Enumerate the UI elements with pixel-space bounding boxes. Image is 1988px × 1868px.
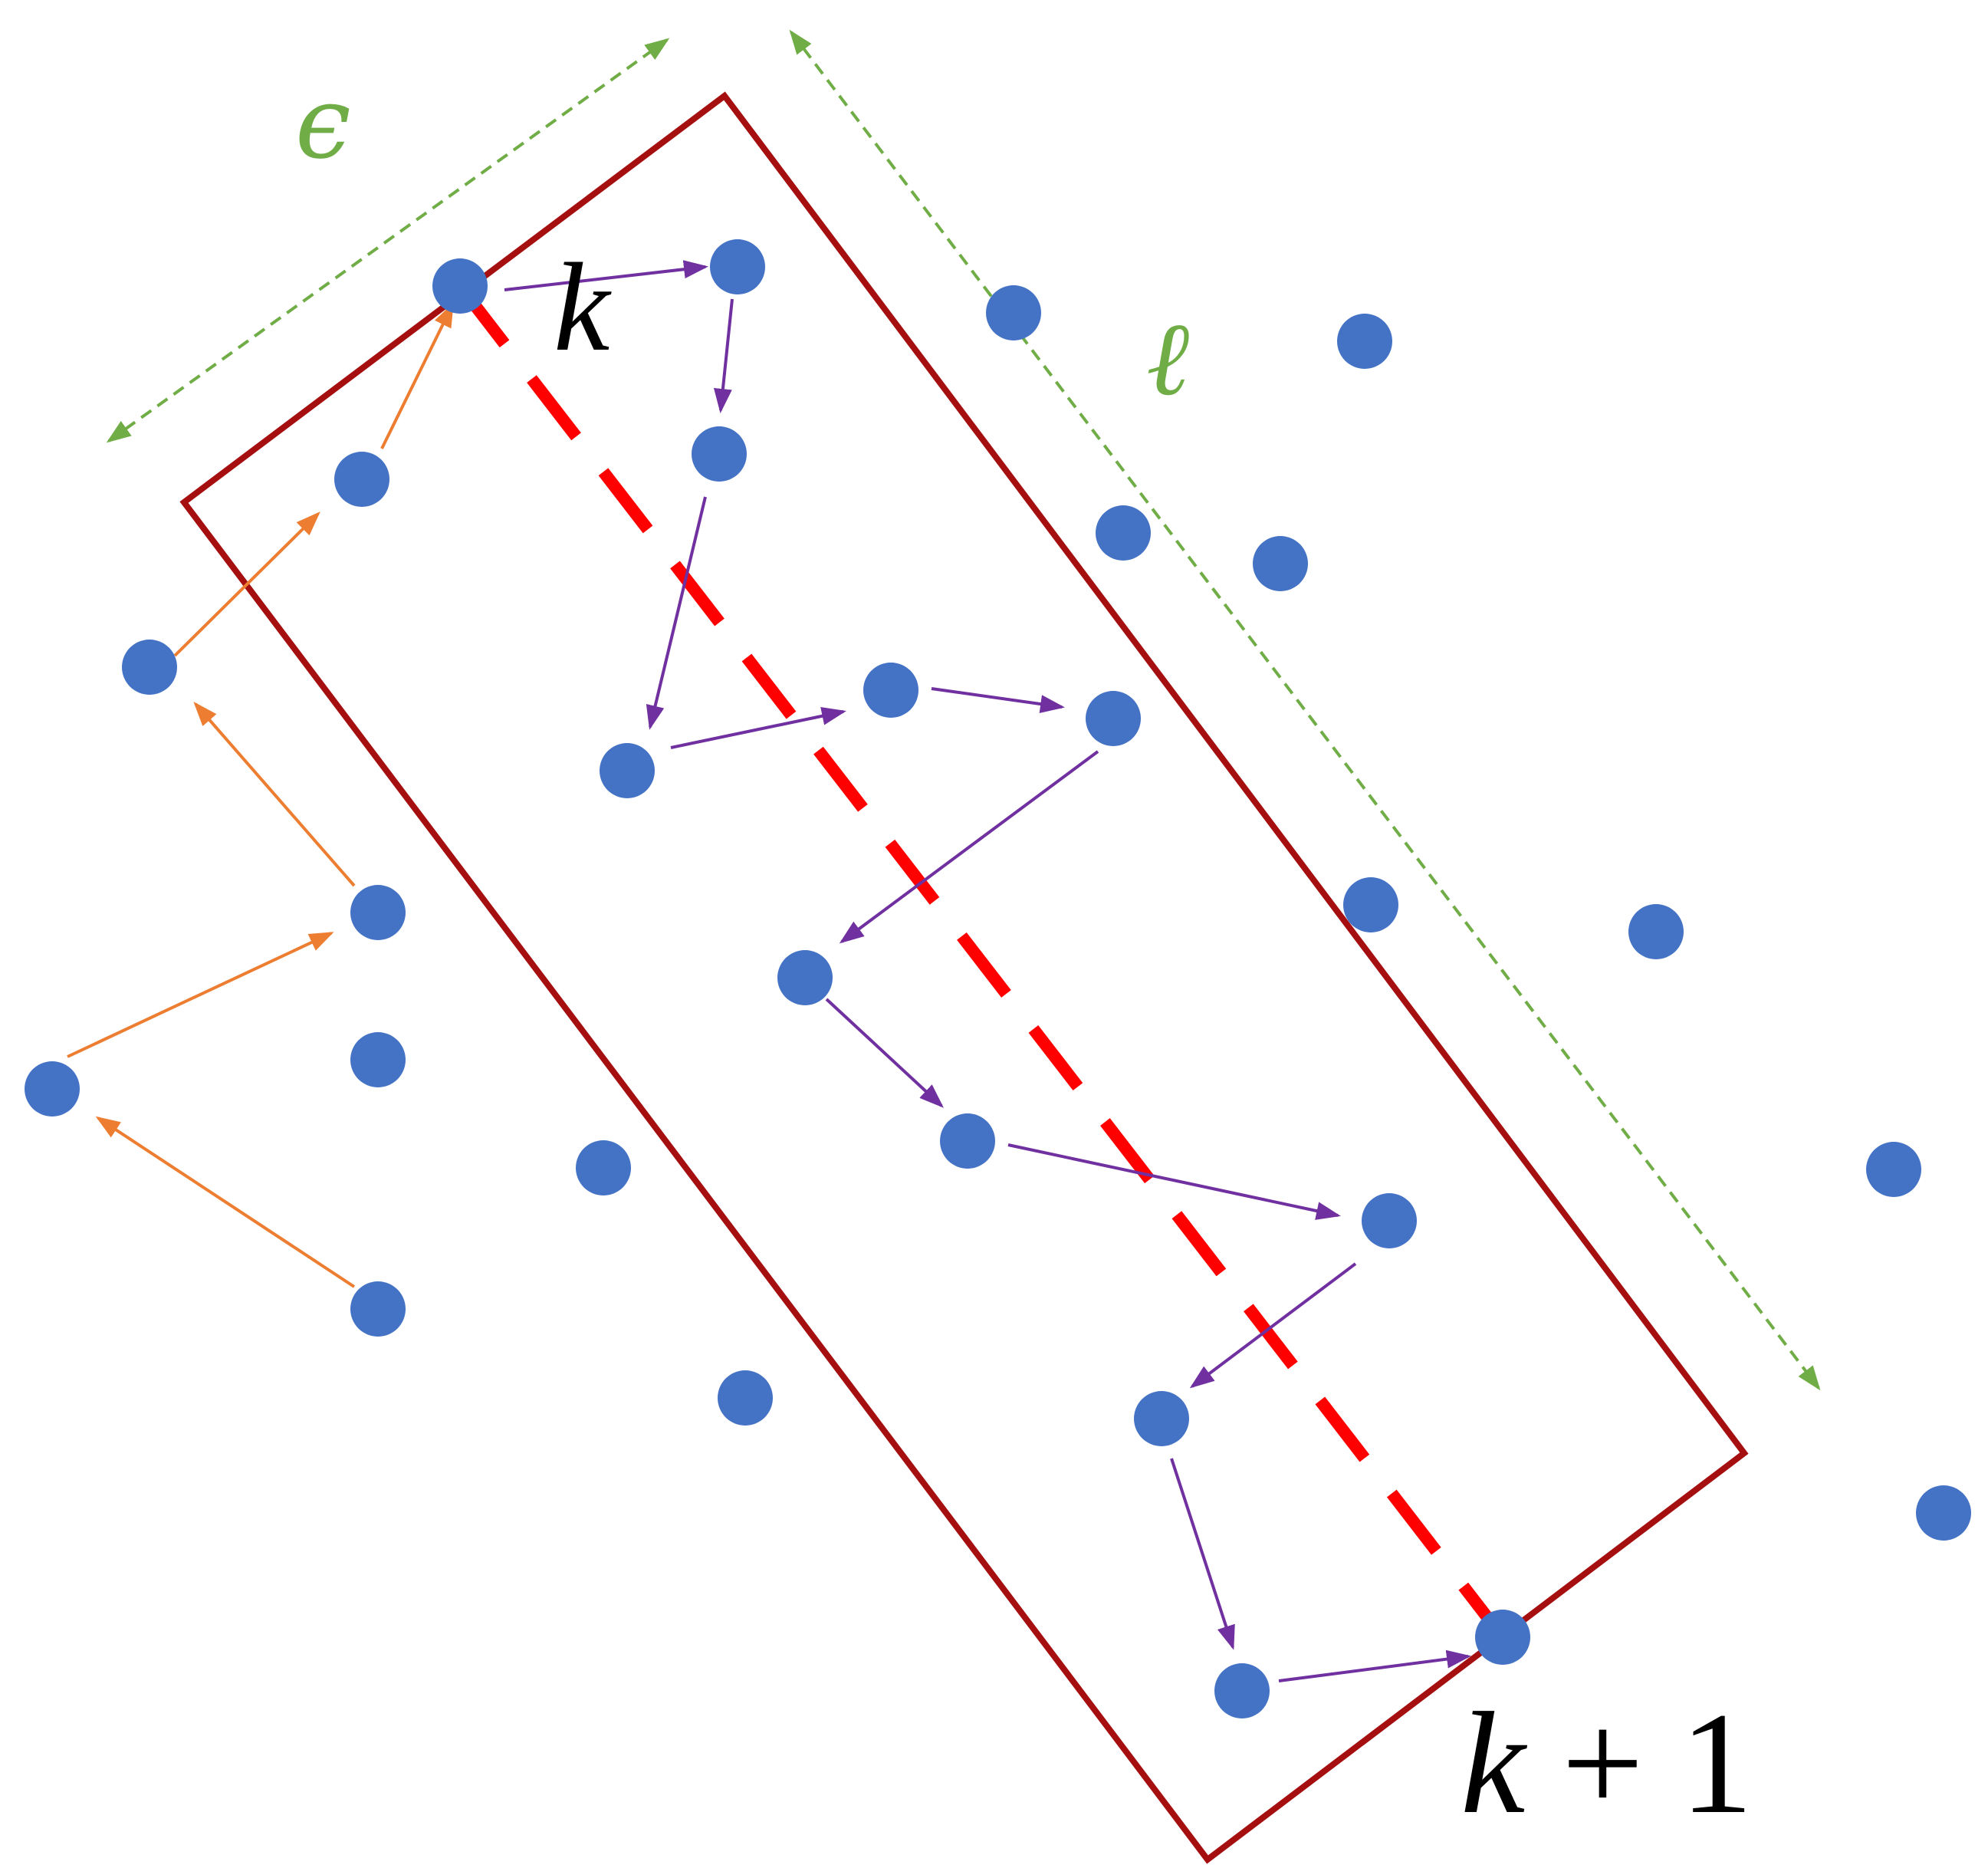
point xyxy=(1214,1663,1270,1718)
point xyxy=(350,1032,406,1087)
purple-path-segment xyxy=(1278,1649,1471,1682)
point xyxy=(1134,1391,1189,1446)
point xyxy=(863,663,918,718)
purple-path-segment xyxy=(931,687,1065,713)
point xyxy=(334,452,389,507)
point xyxy=(1866,1142,1921,1197)
point xyxy=(1096,505,1151,561)
point xyxy=(576,1140,631,1195)
point xyxy=(1343,877,1398,932)
point xyxy=(350,1281,406,1337)
point xyxy=(1916,1485,1971,1541)
center-dashed-line xyxy=(455,282,1508,1641)
point xyxy=(25,1061,80,1117)
window-rectangle xyxy=(179,91,1749,1864)
k-label: k xyxy=(554,237,610,377)
points xyxy=(25,239,1971,1718)
ell-label: ℓ xyxy=(1146,298,1190,419)
epsilon-dimension-arrow xyxy=(106,38,670,443)
k-plus-1-label: k + 1 xyxy=(1461,1691,1753,1837)
point xyxy=(986,285,1041,340)
purple-path-segment xyxy=(646,496,707,730)
point xyxy=(940,1113,995,1169)
k-plus-1-variable: k xyxy=(1461,1683,1526,1844)
point-k xyxy=(432,258,488,314)
purple-path-segment xyxy=(1170,1458,1235,1650)
purple-path-segment xyxy=(670,706,846,749)
orange-path-segment xyxy=(173,511,320,657)
point-k-plus-1 xyxy=(1475,1610,1530,1665)
point xyxy=(777,950,833,1005)
purple-path-segment xyxy=(713,298,734,413)
ell-dimension-arrow xyxy=(789,29,1821,1391)
point xyxy=(122,640,177,695)
point xyxy=(1362,1193,1417,1248)
point xyxy=(718,1370,773,1426)
orange-path-segment xyxy=(193,701,356,887)
orange-path xyxy=(67,302,454,1288)
purple-path-segment xyxy=(504,260,708,291)
point xyxy=(710,239,765,294)
point xyxy=(692,426,747,482)
orange-path-segment xyxy=(67,932,334,1058)
purple-path-segment xyxy=(839,750,1099,944)
point xyxy=(1628,904,1684,959)
purple-path-segment xyxy=(1007,1143,1341,1220)
k-plus-1-offset: + 1 xyxy=(1525,1683,1753,1844)
point xyxy=(1337,314,1392,369)
point xyxy=(350,885,406,940)
point xyxy=(600,743,655,798)
purple-path-segment xyxy=(825,998,944,1108)
purple-path xyxy=(504,260,1471,1682)
orange-path-segment xyxy=(95,1116,356,1288)
purple-path-segment xyxy=(1189,1262,1357,1389)
point xyxy=(1253,536,1308,591)
orange-path-segment xyxy=(380,302,454,449)
epsilon-label: ϵ xyxy=(295,64,351,181)
point xyxy=(1086,691,1141,746)
